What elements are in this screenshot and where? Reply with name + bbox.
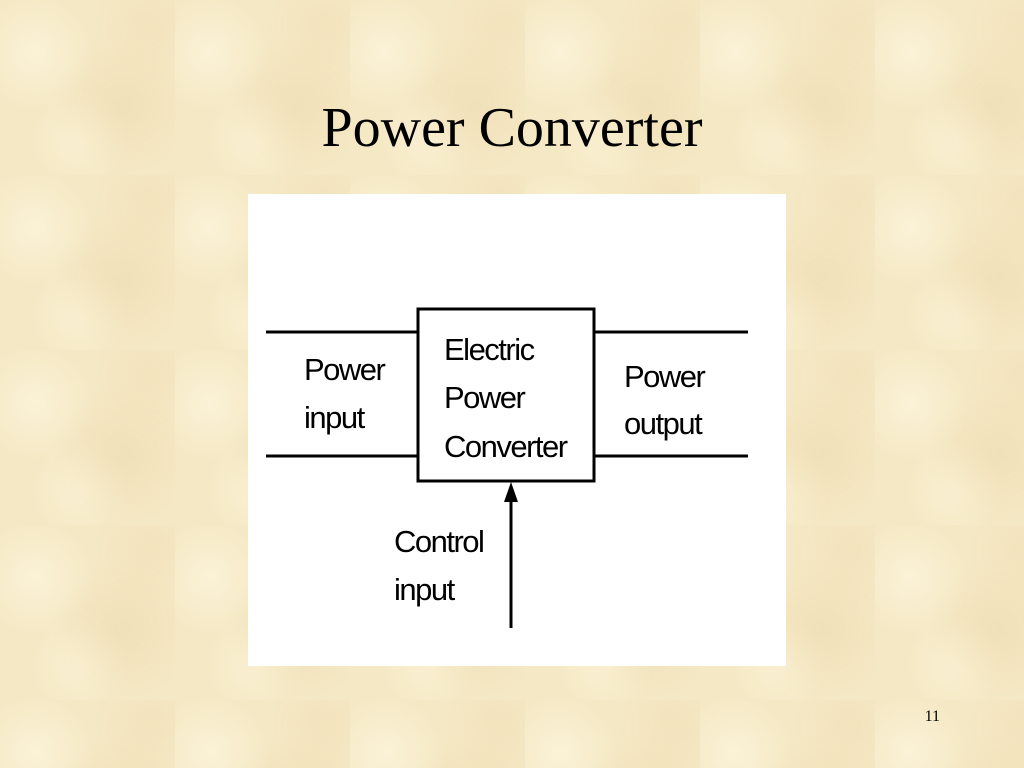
block-label-line1: Electric xyxy=(444,332,535,367)
page-number: 11 xyxy=(924,708,940,725)
control-input-label-line1: Control xyxy=(394,524,483,559)
control-arrow-head xyxy=(504,482,518,502)
power-input-label-line2: input xyxy=(304,400,366,435)
power-input-label-line1: Power xyxy=(304,352,386,387)
power-output-label-line2: output xyxy=(624,406,703,441)
block-diagram-svg: Electric Power Converter Power input Pow… xyxy=(266,307,748,628)
block-label-line3: Converter xyxy=(444,429,568,464)
converter-block xyxy=(416,307,596,483)
block-diagram: Electric Power Converter Power input Pow… xyxy=(248,194,786,666)
block-label-line2: Power xyxy=(444,380,526,415)
power-output-label-line1: Power xyxy=(624,359,706,394)
slide-title: Power Converter xyxy=(321,97,703,159)
control-input-label-line2: input xyxy=(394,572,456,607)
